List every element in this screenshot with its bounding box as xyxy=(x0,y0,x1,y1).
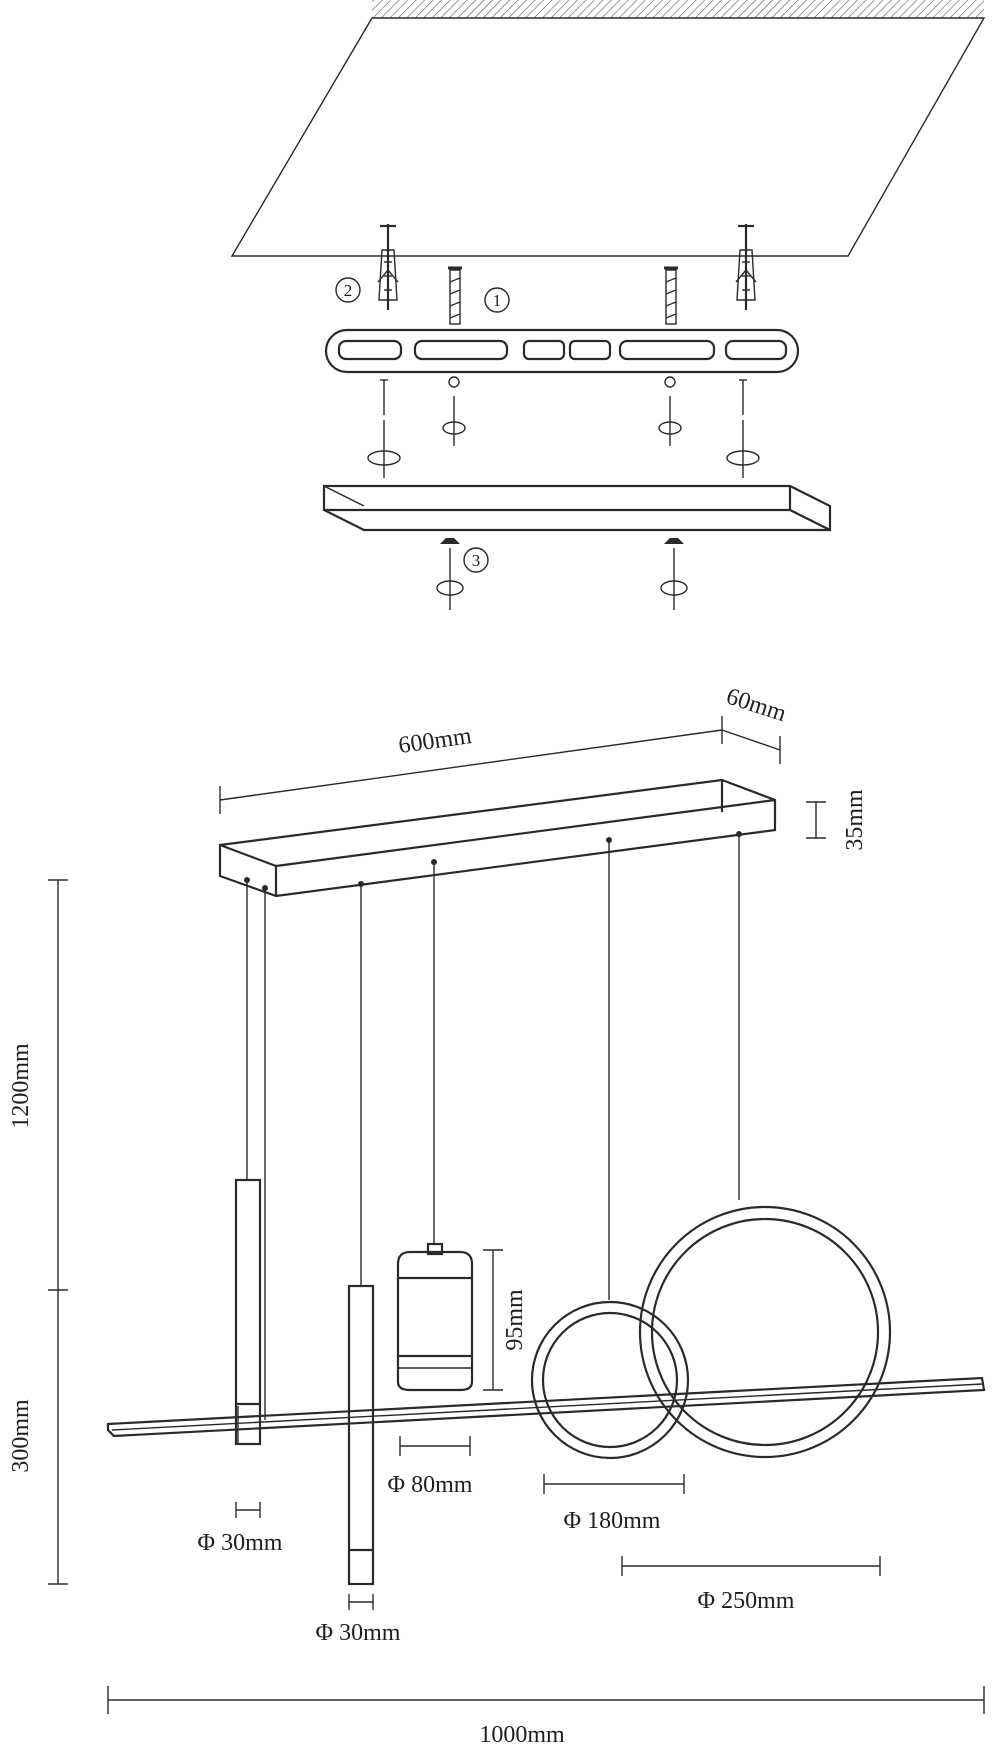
canopy-screws xyxy=(436,538,688,610)
dimension-canopy-length: 600mm xyxy=(219,716,723,814)
dimension-canopy-width: 60mm xyxy=(721,684,790,764)
dimension-lower-height: 300mm xyxy=(8,1399,34,1473)
svg-text:1200mm: 1200mm xyxy=(8,1043,34,1129)
dimension-total-length: 1000mm xyxy=(107,1686,985,1748)
dimension-ring-large-diameter: Φ 250mm xyxy=(621,1556,881,1614)
svg-text:35mm: 35mm xyxy=(842,789,868,851)
svg-text:Φ 180mm: Φ 180mm xyxy=(564,1508,661,1534)
svg-text:Φ 30mm: Φ 30mm xyxy=(198,1530,283,1556)
svg-text:60mm: 60mm xyxy=(723,684,790,728)
svg-text:1000mm: 1000mm xyxy=(479,1722,565,1748)
svg-text:600mm: 600mm xyxy=(397,723,474,759)
callout-step-1: 1 xyxy=(484,287,510,313)
svg-text:Φ 30mm: Φ 30mm xyxy=(316,1620,401,1646)
canopy xyxy=(218,778,777,898)
svg-text:3: 3 xyxy=(472,551,481,570)
dimension-canopy-height: 35mm xyxy=(806,789,868,851)
dimension-cylinder-height: 95mm xyxy=(483,1249,528,1391)
dimension-cylinder-diameter: Φ 80mm xyxy=(388,1436,473,1498)
svg-text:1: 1 xyxy=(493,291,502,310)
dimension-ring-small-diameter: Φ 180mm xyxy=(543,1474,685,1534)
ring-small xyxy=(530,1300,690,1460)
ring-large xyxy=(638,1205,892,1459)
wall-anchor-right xyxy=(735,224,757,310)
svg-text:300mm: 300mm xyxy=(8,1399,34,1473)
screw-left xyxy=(448,266,462,325)
svg-text:Φ 250mm: Φ 250mm xyxy=(698,1588,795,1614)
callout-step-3: 3 xyxy=(463,547,489,573)
ceiling-plate xyxy=(230,0,986,257)
svg-text:95mm: 95mm xyxy=(502,1289,528,1351)
svg-text:Φ 80mm: Φ 80mm xyxy=(388,1472,473,1498)
mounting-bracket xyxy=(324,328,800,374)
dimension-tube-left-diameter: Φ 30mm xyxy=(198,1502,283,1556)
dimension-total-height: 1200mm xyxy=(8,879,68,1585)
callout-step-2: 2 xyxy=(335,277,361,303)
bracket-screws xyxy=(380,376,747,415)
horizontal-bar-lamp xyxy=(106,1376,986,1438)
screw-right xyxy=(664,266,678,325)
tube-lamp-middle xyxy=(347,1284,375,1586)
cylinder-lamp xyxy=(396,1242,474,1392)
suspension-wires xyxy=(244,831,742,1420)
canopy-box-step xyxy=(322,484,832,532)
tube-lamp-left xyxy=(234,1178,262,1446)
rotation-arrow-icons-1 xyxy=(367,396,760,478)
dimension-tube-mid-diameter: Φ 30mm xyxy=(316,1594,401,1646)
svg-text:2: 2 xyxy=(344,281,353,300)
wall-anchor-left xyxy=(377,224,399,310)
